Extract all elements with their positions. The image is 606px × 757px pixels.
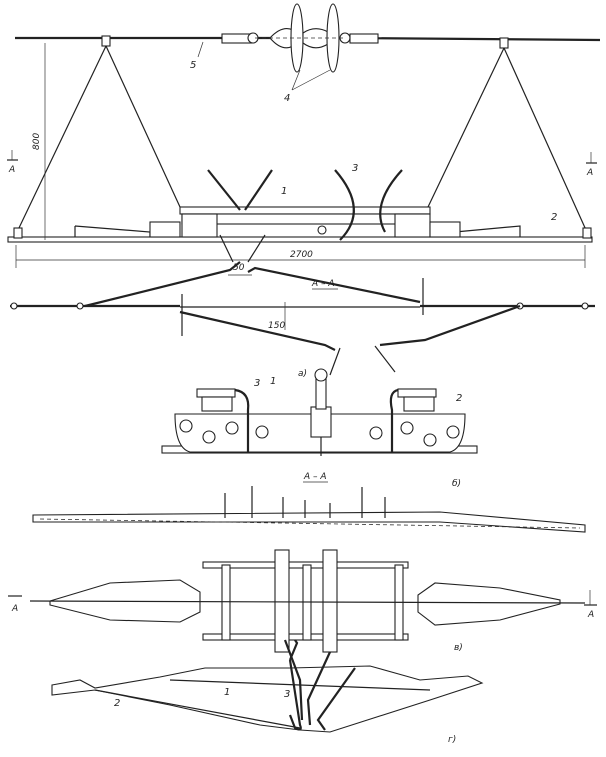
label-5: 5 bbox=[190, 60, 196, 71]
dimension-offset: 150 bbox=[268, 321, 285, 331]
dimension-height: 800 bbox=[32, 133, 42, 150]
label-3: 3 bbox=[284, 689, 290, 700]
dimension-gap: 50 bbox=[233, 263, 245, 273]
section-mark-left: A bbox=[8, 165, 15, 175]
view-b: 3 1 2 б) bbox=[161, 368, 478, 489]
label-3: 3 bbox=[352, 163, 358, 174]
hanger-clamp-right bbox=[499, 37, 509, 49]
catenary-wire-right bbox=[344, 36, 601, 42]
main-beam bbox=[179, 206, 431, 215]
clamp-plate-left bbox=[274, 549, 290, 653]
section-bar bbox=[32, 511, 586, 533]
label-2: 2 bbox=[551, 212, 557, 223]
section-title-v: А – А bbox=[303, 472, 327, 482]
caption-a: а) bbox=[298, 369, 307, 379]
caption-g: г) bbox=[448, 735, 456, 745]
label-3: 3 bbox=[254, 378, 260, 389]
label-2: 2 bbox=[114, 698, 120, 709]
label-1: 1 bbox=[270, 376, 276, 387]
section-title-a: A – A bbox=[311, 279, 335, 289]
dimension-length: 2700 bbox=[290, 250, 313, 260]
label-2: 2 bbox=[456, 393, 462, 404]
horn-arrester bbox=[207, 169, 403, 241]
view-a-plan: 50 A – A 150 bbox=[10, 234, 595, 376]
label-1: 1 bbox=[281, 186, 287, 197]
caption-b: б) bbox=[452, 479, 461, 489]
view-a-elevation: 800 2700 A A 5 4 3 1 2 bbox=[7, 3, 601, 268]
insulator-assembly bbox=[221, 3, 379, 73]
view-g: 3 1 2 г) bbox=[51, 639, 484, 745]
clamp-plate-right bbox=[322, 549, 338, 653]
view-v: А – А А А в) bbox=[8, 472, 597, 653]
base-bar bbox=[7, 236, 593, 243]
section-mark-right: А bbox=[587, 610, 594, 620]
label-1: 1 bbox=[224, 687, 230, 698]
caption-v: в) bbox=[454, 643, 463, 653]
hanger-clamp-left bbox=[101, 35, 111, 47]
section-mark-left: А bbox=[11, 604, 18, 614]
section-mark-right: A bbox=[586, 168, 593, 178]
assembly-body bbox=[51, 665, 484, 733]
label-4: 4 bbox=[284, 93, 290, 104]
